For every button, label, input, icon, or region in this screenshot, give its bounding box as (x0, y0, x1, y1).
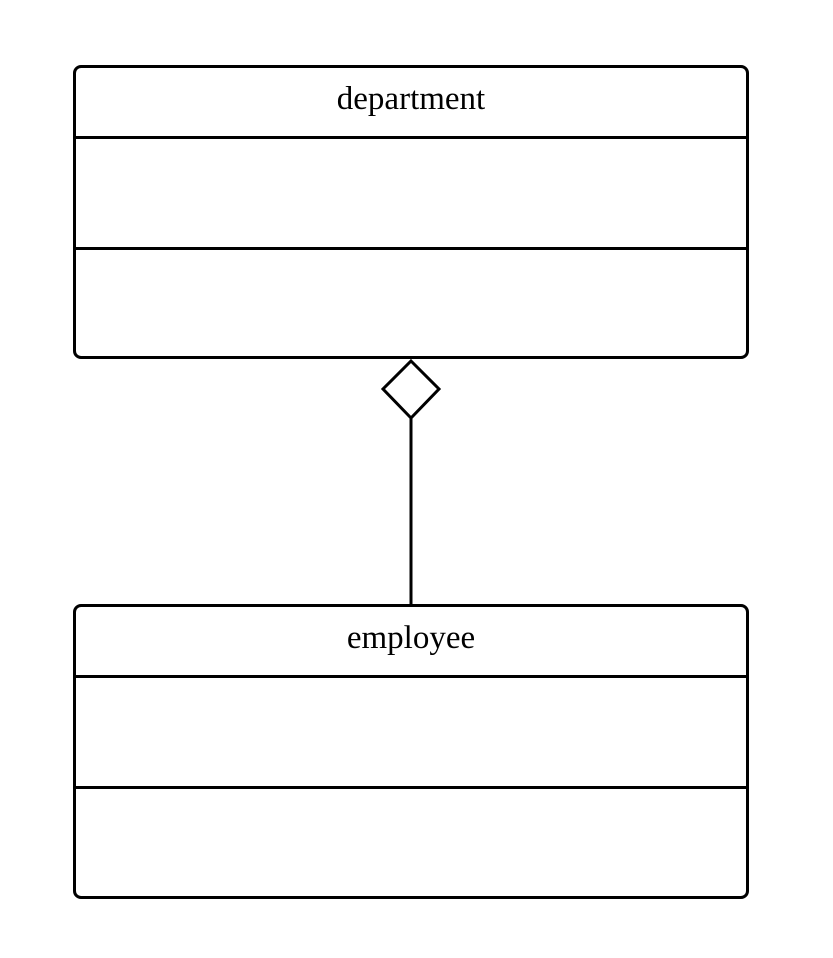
class-name: employee (76, 607, 746, 678)
class-attributes-compartment (76, 678, 746, 789)
class-operations-compartment (76, 789, 746, 895)
class-department[interactable]: department (73, 65, 749, 359)
class-attributes-compartment (76, 139, 746, 250)
aggregation-diamond-icon (380, 358, 442, 421)
class-operations-compartment (76, 250, 746, 356)
class-employee[interactable]: employee (73, 604, 749, 899)
class-name: department (76, 68, 746, 139)
